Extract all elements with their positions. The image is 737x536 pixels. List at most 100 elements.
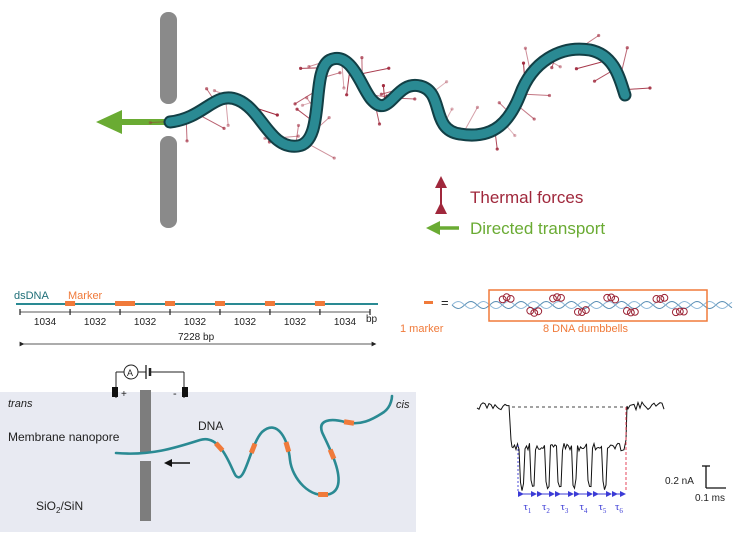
thermal-force-arrowhead (327, 116, 331, 120)
setup-marker-segments (213, 419, 355, 497)
dumbbell-loop (502, 293, 511, 302)
translocation-arrow (164, 459, 190, 467)
dwell-time-label: τ5 (599, 501, 607, 515)
thermal-force-arrowhead (387, 66, 391, 70)
dumbbell-loop (526, 306, 535, 315)
dumbbells-box (488, 289, 708, 322)
membrane-wall-upper (140, 390, 151, 452)
segment-length-label: 1034 (334, 317, 357, 328)
segment-length-label: 1032 (234, 317, 257, 328)
dna-marker (283, 441, 292, 453)
thermal-force-arrowhead (263, 136, 267, 140)
marker-segment (125, 301, 135, 306)
cis-label: cis (396, 399, 410, 411)
dwell-time-label: τ3 (561, 501, 569, 515)
one-marker-label: 1 marker (400, 323, 444, 335)
dwell-time-label: τ1 (524, 501, 532, 515)
marker-segment (214, 301, 225, 306)
trans-label: trans (8, 398, 33, 410)
dumbbell-loop (679, 307, 688, 316)
marker-segment (115, 301, 126, 306)
thermal-force-arrowhead (574, 67, 579, 71)
dumbbell-loop (557, 293, 565, 302)
dumbbell-loop (553, 293, 561, 302)
dumbbell-loop (577, 308, 586, 316)
thermal-force-arrowhead (222, 126, 226, 130)
thermal-force-arrowhead (148, 121, 152, 125)
dumbbell-loop (534, 307, 543, 316)
thermal-force-arrowhead (547, 93, 552, 98)
thermal-force-arrowhead (185, 139, 189, 143)
dumbbell-loop (622, 307, 631, 315)
membrane-upper (160, 12, 177, 104)
thermal-force-arrowhead (381, 84, 386, 88)
dumbbell-loop (611, 295, 620, 304)
dumbbell-loop (607, 293, 616, 302)
thermal-force-arrowhead (295, 107, 299, 111)
dumbbell-loop (506, 294, 515, 303)
scale-time-label: 0.1 ms (695, 493, 725, 504)
thermal-force-arrowhead (475, 105, 480, 110)
legend: Thermal forces Directed transport (426, 176, 605, 238)
helix-strand-b (451, 300, 733, 310)
thermal-force-arrowhead (648, 86, 652, 90)
segment-length-label: 1032 (284, 317, 307, 328)
dumbbell-loop (573, 308, 582, 316)
top-panel: Thermal forces Directed transport (96, 12, 652, 238)
segment-length-label: 1034 (34, 317, 57, 328)
thermal-force-arrowhead (558, 65, 562, 69)
segment-length-label: 1032 (84, 317, 107, 328)
dumbbell-loop (626, 308, 635, 317)
marker-segment (65, 301, 76, 306)
dumbbell-loop (498, 295, 507, 304)
thermal-force-arrowhead (360, 56, 364, 60)
dna-label: DNA (198, 419, 223, 433)
electrode-cis (182, 387, 188, 397)
dna-marker (327, 448, 337, 460)
dumbbell-loop (675, 307, 684, 316)
dumbbell-loop (581, 306, 590, 314)
dsdna-label: dsDNA (14, 290, 50, 302)
thermal-force-arrowhead (332, 156, 336, 160)
thermal-force-arrowhead (550, 65, 554, 70)
marker-symbol (424, 301, 433, 304)
thermal-force-arrowhead (495, 147, 499, 151)
bp-unit: bp (366, 314, 378, 325)
thermal-force-arrowhead (413, 97, 417, 101)
marker-detail: = 1 marker 8 DNA dumbbells (400, 289, 733, 335)
thermal-force-arrowhead (275, 113, 279, 117)
ammeter-label: A (127, 368, 133, 378)
dumbbell-loop (530, 308, 539, 317)
dwell-time-label: τ4 (580, 501, 588, 515)
dna-marker (343, 419, 355, 426)
dumbbell-loop (671, 308, 680, 317)
thermal-force-arrowhead (513, 133, 517, 138)
thermal-force-arrowhead (597, 33, 601, 38)
dumbbell-loop (656, 295, 665, 303)
marker-positions (65, 301, 325, 306)
marker-label: Marker (68, 290, 103, 302)
sio2-sin-label: SiO2/SiN (36, 499, 83, 515)
thermal-force-arrowhead (205, 87, 209, 91)
dumbbell-loop (630, 307, 639, 316)
thermal-force-arrowhead (293, 102, 297, 106)
thermal-force-arrowhead (521, 61, 526, 65)
dumbbell-loop (652, 295, 661, 303)
thermal-force-arrowhead (212, 89, 217, 93)
thermal-force-arrowhead (338, 71, 342, 75)
dumbbell-loop (549, 294, 557, 303)
thermal-force-arrowhead (532, 117, 536, 121)
thermal-force-arrowhead (377, 122, 382, 126)
total-length-label: 7228 bp (178, 332, 215, 343)
marker-segment (165, 301, 176, 306)
dna-marker (248, 442, 258, 454)
dumbbell-loop (603, 293, 612, 302)
thermal-forces-label: Thermal forces (470, 188, 583, 207)
circuit: A + - (112, 364, 188, 400)
thermal-force-arrowhead (523, 46, 528, 50)
